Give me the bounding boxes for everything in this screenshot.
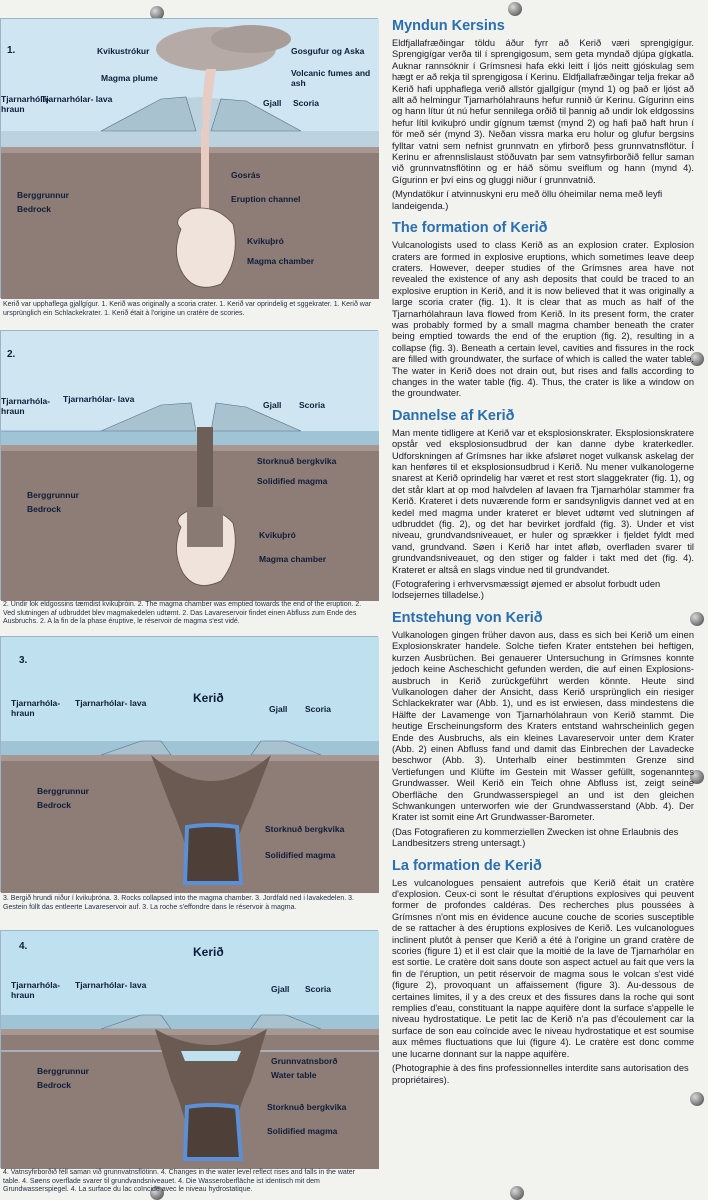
label-tjarnarholar-lava: Tjarnarhólar- lava	[63, 394, 135, 404]
label-gjall: Gjall	[271, 984, 290, 994]
diagram-panel-3: 3. Kerið Tjarnarhóla- hraun Tjarnarhólar…	[0, 636, 379, 911]
label-bedrock: Bedrock	[17, 204, 52, 214]
screw-icon	[690, 770, 704, 784]
label-gjall: Gjall	[269, 704, 288, 714]
screw-icon	[690, 612, 704, 626]
section-title: Entstehung von Kerið	[392, 609, 543, 626]
label-tjarnarhola-hraun: Tjarnarhóla- hraun	[11, 980, 61, 1000]
label-tjarnarhola-hraun: Tjarnarhóla- hraun	[1, 396, 51, 416]
screw-icon	[510, 1186, 524, 1200]
diagram-3-graphic	[1, 637, 379, 893]
label-storknud: Storknuð bergkvika	[265, 824, 345, 834]
label-kerid: Kerið	[193, 691, 224, 705]
diagram-4-graphic	[1, 931, 379, 1169]
label-solidified: Solidified magma	[265, 850, 336, 860]
label-volcanic-fumes: Volcanic fumes and ash	[291, 68, 371, 88]
screw-icon	[690, 1092, 704, 1106]
section-title: Myndun Kersins	[392, 18, 505, 34]
label-scoria: Scoria	[299, 400, 325, 410]
label-tjarnarhola-hraun: Tjarnarhóla- hraun	[1, 94, 51, 114]
figure-caption: 4. Vatnsyfirborðið féll saman við grunnv…	[3, 1169, 355, 1193]
label-grunnvatnsbord: Grunnvatnsborð	[271, 1056, 338, 1066]
diagram-panel-2: 2. Tjarnarhóla- hraun Tjarnarhólar- lava…	[0, 330, 379, 625]
figure-caption: 3. Bergið hrundi niður í kvikuþróna. 3. …	[3, 895, 354, 911]
screw-icon	[508, 2, 522, 16]
section-french: La formation de Kerið Les vulcanologues …	[392, 858, 694, 1086]
label-gjall: Gjall	[263, 98, 282, 108]
label-scoria: Scoria	[293, 98, 319, 108]
label-magma-chamber: Magma chamber	[259, 554, 327, 564]
label-berggrunnur: Berggrunnur	[37, 1066, 89, 1076]
label-magma-plume: Magma plume	[101, 73, 158, 83]
label-eruption-channel: Eruption channel	[231, 194, 301, 204]
section-body: Vulcanologists used to class Kerið as an…	[392, 240, 694, 399]
label-scoria: Scoria	[305, 984, 331, 994]
label-kvikuthro: Kvikuþró	[259, 530, 296, 540]
section-title: The formation of Kerið	[392, 220, 548, 237]
label-scoria: Scoria	[305, 704, 331, 714]
figure-caption: 2. Undir lok eldgossins tæmdist kvikuþró…	[3, 601, 362, 625]
label-gjall: Gjall	[263, 400, 282, 410]
label-tjarnarholar-lava: Tjarnarhólar- lava	[75, 698, 147, 708]
label-kerid: Kerið	[193, 945, 224, 959]
section-note: (Myndatökur í atvinnuskyni eru með öllu …	[392, 189, 663, 211]
diagram-panel-1: 1. Kvikustrókur Magma plume Gosgufur og …	[0, 18, 379, 317]
figure-number: 1.	[7, 45, 16, 56]
section-german: Entstehung von Kerið Vulkanologen gingen…	[392, 610, 694, 850]
section-note: (Das Fotografieren zu kommerziellen Zwec…	[392, 826, 679, 849]
label-water-table: Water table	[271, 1070, 317, 1080]
section-title: Dannelse af Kerið	[392, 407, 515, 424]
label-tjarnarhola-hraun: Tjarnarhóla- hraun	[11, 698, 61, 718]
label-kvikuthro: Kvikuþró	[247, 236, 284, 246]
section-body: Les vulcanologues pensaient autrefois qu…	[392, 877, 694, 1059]
label-berggrunnur: Berggrunnur	[37, 786, 89, 796]
figure-number: 3.	[19, 655, 28, 666]
section-body: Eldfjallafræðingar töldu áður fyrr að Ke…	[392, 38, 694, 185]
label-bedrock: Bedrock	[37, 1080, 72, 1090]
section-body: Man mente tidligere at Kerið var et eksp…	[392, 427, 694, 575]
label-storknud: Storknuð bergkvika	[267, 1102, 347, 1112]
screw-icon	[150, 6, 164, 20]
section-body: Vulkanologen gingen früher davon aus, da…	[392, 629, 694, 823]
figure-caption: Kerið var upphaflega gjallgígur. 1. Keri…	[3, 301, 372, 317]
figure-number: 2.	[7, 349, 16, 360]
diagram-1-graphic	[1, 19, 379, 299]
label-storknud: Storknuð bergkvika	[257, 456, 337, 466]
figure-number: 4.	[19, 941, 28, 952]
label-berggrunnur: Berggrunnur	[27, 490, 79, 500]
label-magma-chamber: Magma chamber	[247, 256, 315, 266]
label-solidified: Solidified magma	[257, 476, 328, 486]
screw-icon	[690, 352, 704, 366]
label-gosgufur: Gosgufur og Aska	[291, 46, 365, 56]
label-bedrock: Bedrock	[27, 504, 62, 514]
section-danish: Dannelse af Kerið Man mente tidligere at…	[392, 408, 694, 602]
label-kvikustrokur: Kvikustrókur	[97, 46, 150, 56]
section-english: The formation of Kerið Vulcanologists us…	[392, 220, 694, 400]
label-gosras: Gosrás	[231, 170, 261, 180]
section-icelandic: Myndun Kersins Eldfjallafræðingar töldu …	[392, 18, 694, 212]
section-note: (Photographie à des fins professionnelle…	[392, 1063, 689, 1085]
label-tjarnarholar-lava: Tjarnarhólar- lava	[75, 980, 147, 990]
label-tjarnarholar-lava: Tjarnarhólar- lava	[41, 94, 113, 104]
diagram-2-graphic	[1, 331, 379, 601]
screw-icon	[150, 1186, 164, 1200]
section-note: (Fotografering i erhvervsmæssigt øjemed …	[392, 579, 661, 601]
section-title: La formation de Kerið	[392, 857, 542, 874]
text-column: Myndun Kersins Eldfjallafræðingar töldu …	[392, 18, 694, 1094]
label-solidified: Solidified magma	[267, 1126, 338, 1136]
label-bedrock: Bedrock	[37, 800, 72, 810]
diagram-panel-4: 4. Kerið Tjarnarhóla- hraun Tjarnarhólar…	[0, 930, 379, 1193]
label-berggrunnur: Berggrunnur	[17, 190, 69, 200]
